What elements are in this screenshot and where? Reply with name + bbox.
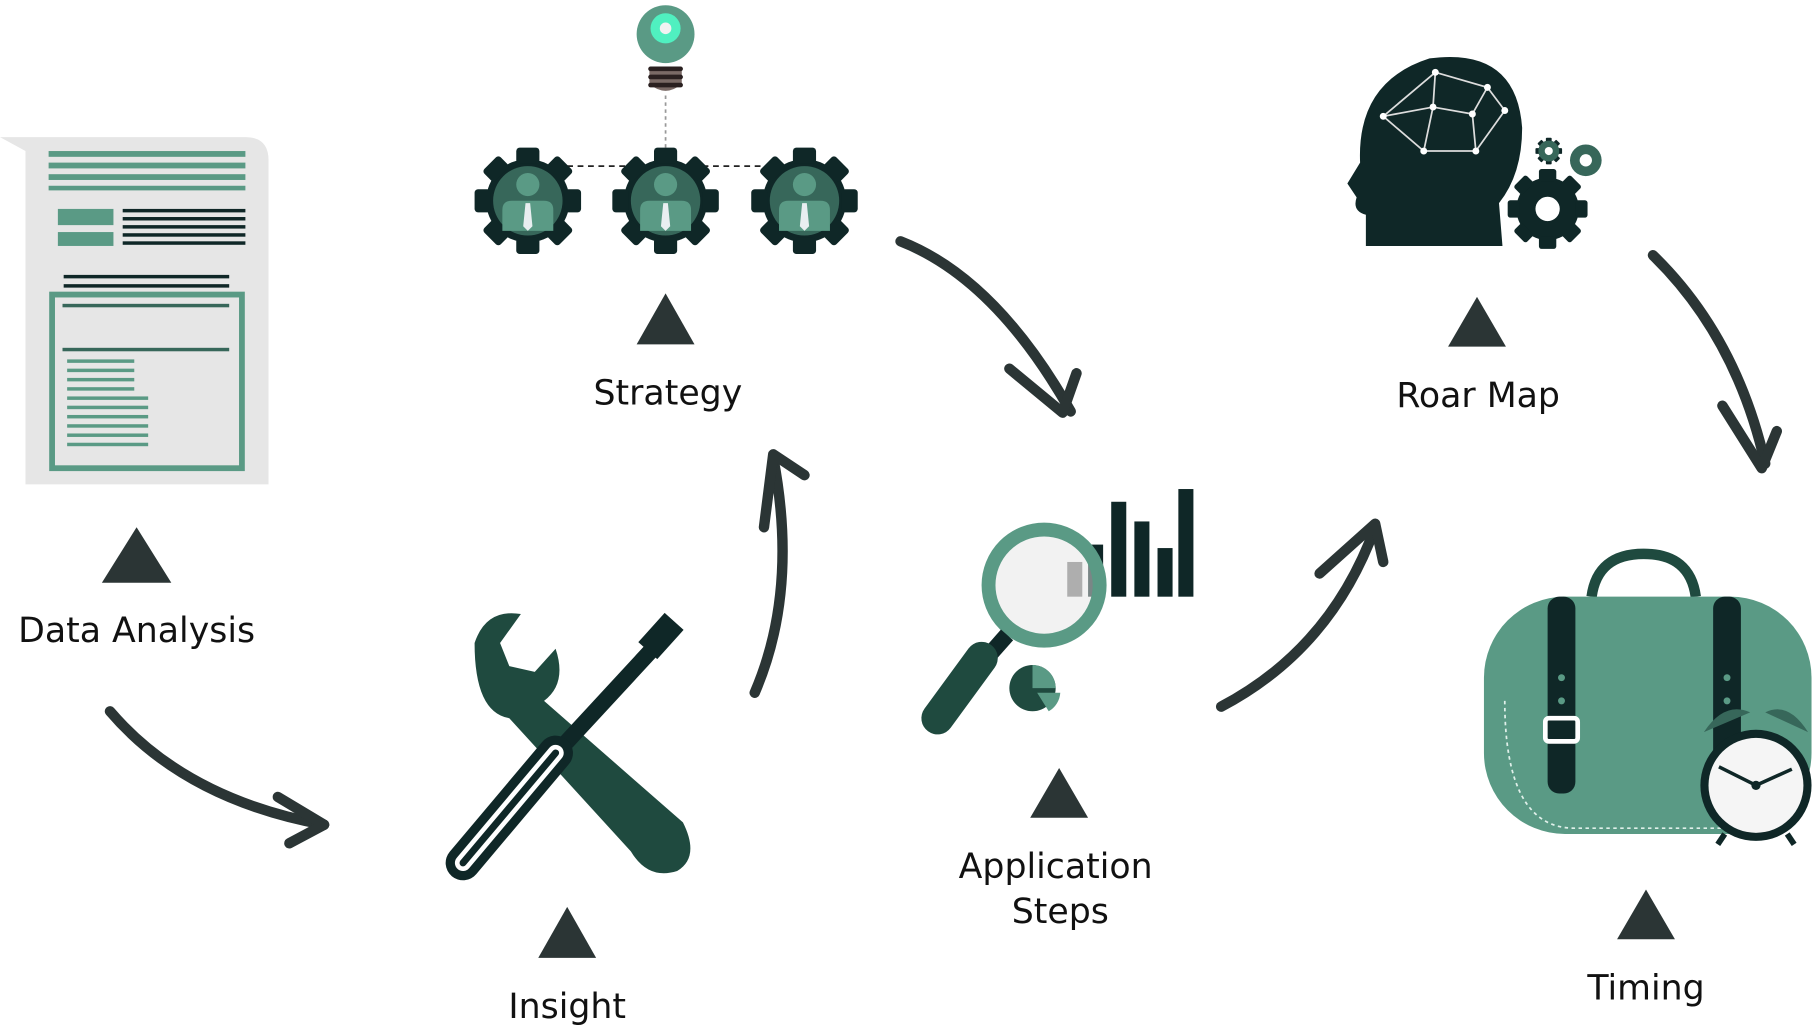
label-roar-map: Roar Map [1396, 376, 1560, 416]
label-application: Application [959, 847, 1153, 887]
document-icon [0, 137, 269, 485]
label-timing: Timing [1586, 969, 1704, 1009]
team-gears-icon [474, 5, 858, 255]
lightbulb-icon [636, 5, 695, 91]
arrow-icon [1647, 250, 1771, 469]
bag-clock-icon [1483, 548, 1812, 846]
arrowhead-icon [272, 791, 330, 849]
arrowhead-icon [1314, 518, 1389, 579]
head-gears-icon [1347, 56, 1602, 249]
label-insight: Insight [508, 987, 626, 1027]
arrow-icon [1215, 522, 1381, 712]
triangle-marker [1617, 889, 1675, 940]
alarm-clock-icon [1700, 709, 1812, 846]
magnifier-chart-icon [921, 489, 1194, 735]
tools-icon [445, 612, 691, 881]
label-data-analysis: Data Analysis [18, 611, 255, 651]
arrow-icon [104, 706, 330, 830]
triangle-marker [538, 906, 597, 958]
label-strategy: Strategy [594, 374, 743, 414]
triangle-marker [1448, 296, 1506, 347]
arrowhead-icon [758, 449, 810, 533]
arrow-icon [895, 236, 1076, 417]
arrowhead-icon [1717, 400, 1783, 474]
arrow-icon [749, 452, 788, 698]
triangle-marker [101, 527, 172, 583]
triangle-marker [636, 293, 695, 345]
triangle-marker [1030, 767, 1089, 818]
arrowhead-icon [1004, 363, 1082, 418]
label-steps: Steps [1012, 892, 1109, 932]
